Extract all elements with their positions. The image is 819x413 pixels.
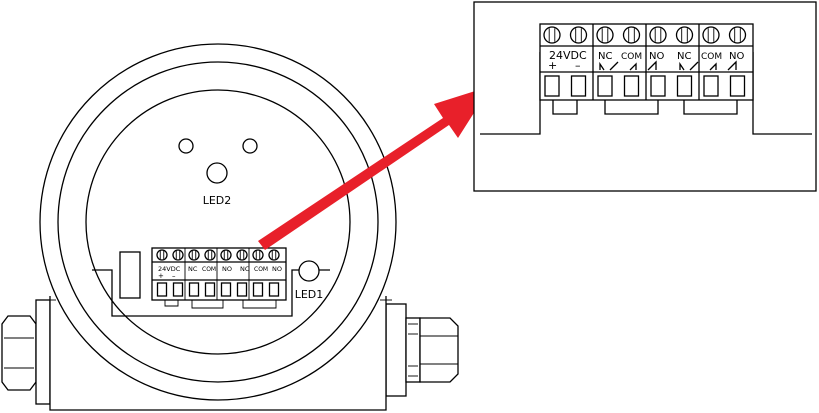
screw-terminal-icon: [188, 249, 200, 261]
supply-label: 24VDC: [549, 49, 587, 62]
screw-terminal-icon: [569, 26, 588, 44]
screw-terminal-icon: [728, 26, 747, 44]
arrow-icon: [258, 86, 491, 250]
nc-label-1: NC: [598, 51, 612, 62]
led2-label: LED2: [203, 194, 232, 207]
left-cable-gland: [1, 299, 51, 405]
small-plus-label: +: [158, 272, 164, 280]
terminal-cell: [236, 282, 248, 297]
right-cable-gland: [385, 303, 459, 397]
terminal-cell: [623, 75, 640, 97]
terminal-cell: [570, 75, 587, 97]
relay-contact-icon: [599, 60, 737, 71]
terminal-cell: [172, 282, 184, 297]
minus-label: –: [575, 59, 581, 72]
screw-terminal-icon: [596, 26, 614, 44]
small-no-label-1: NO: [222, 265, 232, 273]
housing: [1, 43, 459, 411]
terminal-cell: [188, 282, 200, 297]
led1-icon: [298, 260, 320, 282]
terminal-cell: [156, 282, 168, 297]
terminal-cell: [703, 75, 719, 97]
terminal-cell: [268, 282, 280, 297]
small-nc-label-2: NC: [240, 265, 250, 273]
terminal-cell: [204, 282, 216, 297]
com-label-1: COM: [621, 52, 642, 62]
screw-terminal-icon: [268, 249, 280, 261]
screw-terminal-icon: [156, 249, 168, 261]
led1-label: LED1: [295, 288, 324, 301]
screw-terminal-icon: [252, 249, 264, 261]
small-com-label-1: COM: [202, 266, 216, 273]
small-no-label-2: NO: [272, 265, 282, 273]
screw-terminal-icon: [622, 26, 641, 44]
led-holes: LED2 LED1: [119, 138, 324, 301]
component-block: [119, 251, 141, 299]
screw-terminal-icon: [702, 26, 720, 44]
mounting-hole-right: [242, 138, 258, 154]
screw-terminal-icon: [204, 249, 216, 261]
terminal-cell: [544, 75, 560, 97]
terminal-cell: [650, 75, 666, 97]
screw-terminal-icon: [220, 249, 232, 261]
small-com-label-2: COM: [254, 266, 268, 273]
screw-terminal-icon: [236, 249, 248, 261]
no-label-2: NO: [729, 51, 744, 62]
terminal-cell: [729, 75, 746, 97]
terminal-cell: [252, 282, 264, 297]
small-nc-label-1: NC: [188, 265, 198, 273]
screw-terminal-icon: [675, 26, 694, 44]
no-label-1: NO: [649, 51, 664, 62]
com-label-2: COM: [701, 52, 722, 62]
terminal-cell: [597, 75, 613, 97]
terminal-block-small: 24VDC + – NC COM NO NC COM NO: [151, 247, 287, 309]
plus-label: +: [548, 59, 557, 72]
screw-terminal-icon: [172, 249, 184, 261]
zoom-detail-panel: 24VDC + – NC COM NO NC COM NO: [473, 1, 817, 192]
screw-terminal-icon: [649, 26, 667, 44]
terminal-cell: [220, 282, 232, 297]
small-minus-label: –: [172, 272, 176, 280]
terminal-cell: [676, 75, 693, 97]
mounting-hole-left: [178, 138, 194, 154]
nc-label-2: NC: [677, 51, 691, 62]
led2-icon: [206, 162, 228, 184]
screw-terminal-icon: [543, 26, 561, 44]
small-supply-label: 24VDC: [158, 265, 181, 273]
